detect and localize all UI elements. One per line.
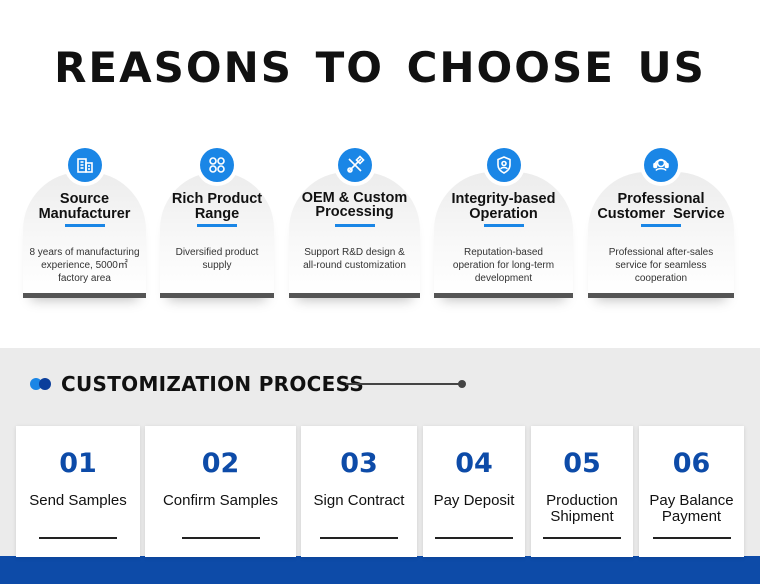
reason-card-customer-service: Professional Customer Service Profession…	[588, 148, 734, 298]
reason-underline	[334, 224, 375, 227]
reason-description: Diversified product supply	[175, 247, 259, 271]
step-underline	[320, 537, 398, 539]
step-card-01: 01 Send Samples	[16, 426, 140, 557]
reason-underline	[197, 224, 237, 227]
building-icon	[67, 148, 102, 182]
process-title: CUSTOMIZATION PROCESS	[61, 372, 365, 396]
step-underline	[652, 537, 731, 539]
step-label: Send Samples	[29, 492, 127, 509]
page-title: REASONS TO CHOOSE US	[54, 43, 706, 92]
tools-icon	[337, 148, 372, 182]
reason-card-oem-custom: OEM & Custom Processing Support R&D desi…	[289, 148, 420, 298]
reason-title: Source Manufacturer	[38, 191, 131, 222]
step-label: Confirm Samples	[162, 492, 279, 509]
reason-description: 8 years of manufacturing experience, 500…	[29, 247, 140, 284]
reason-underline	[483, 224, 524, 227]
reason-card-integrity: Integrity-based Operation Reputation-bas…	[434, 148, 573, 298]
step-label: Pay Deposit	[433, 492, 515, 509]
reason-underline	[641, 224, 681, 227]
reason-underline	[64, 224, 105, 227]
reason-card-rich-product-range: Rich Product Range Diversified product s…	[160, 148, 274, 298]
reason-description: Support R&D design & all-round customiza…	[303, 247, 406, 271]
reason-description: Professional after-sales service for sea…	[608, 247, 714, 284]
step-card-03: 03 Sign Contract	[301, 426, 417, 557]
step-underline	[39, 537, 117, 539]
step-card-06: 06 Pay Balance Payment	[639, 426, 744, 557]
step-label: Sign Contract	[313, 492, 405, 509]
shield-icon	[486, 148, 521, 182]
grid-icon	[200, 148, 234, 182]
step-underline	[435, 537, 513, 539]
footer-band	[0, 556, 760, 584]
step-card-05: 05 Production Shipment	[531, 426, 633, 557]
reason-title: Integrity-based Operation	[451, 191, 556, 222]
step-card-02: 02 Confirm Samples	[145, 426, 296, 557]
reason-title: OEM & Custom Processing	[301, 190, 408, 220]
step-label: Pay Balance Payment	[649, 492, 734, 525]
step-number: 06	[672, 448, 711, 479]
reason-card-source-manufacturer: Source Manufacturer 8 years of manufactu…	[23, 148, 146, 298]
step-number: 03	[340, 448, 378, 479]
reason-description: Reputation-based operation for long-term…	[452, 247, 555, 284]
reason-title: Rich Product Range	[171, 191, 263, 222]
step-underline	[181, 537, 260, 539]
step-number: 04	[455, 448, 493, 479]
step-number: 02	[201, 448, 240, 479]
reason-title: Professional Customer Service	[597, 191, 725, 222]
headset-icon	[644, 148, 678, 182]
bullet-dot-icon	[39, 378, 51, 390]
step-number: 05	[563, 448, 601, 479]
step-card-04: 04 Pay Deposit	[423, 426, 525, 557]
divider-end-dot-icon	[458, 380, 466, 388]
step-label: Production Shipment	[546, 492, 618, 525]
step-underline	[543, 537, 621, 539]
step-number: 01	[59, 448, 97, 479]
header-divider-line	[346, 383, 460, 385]
